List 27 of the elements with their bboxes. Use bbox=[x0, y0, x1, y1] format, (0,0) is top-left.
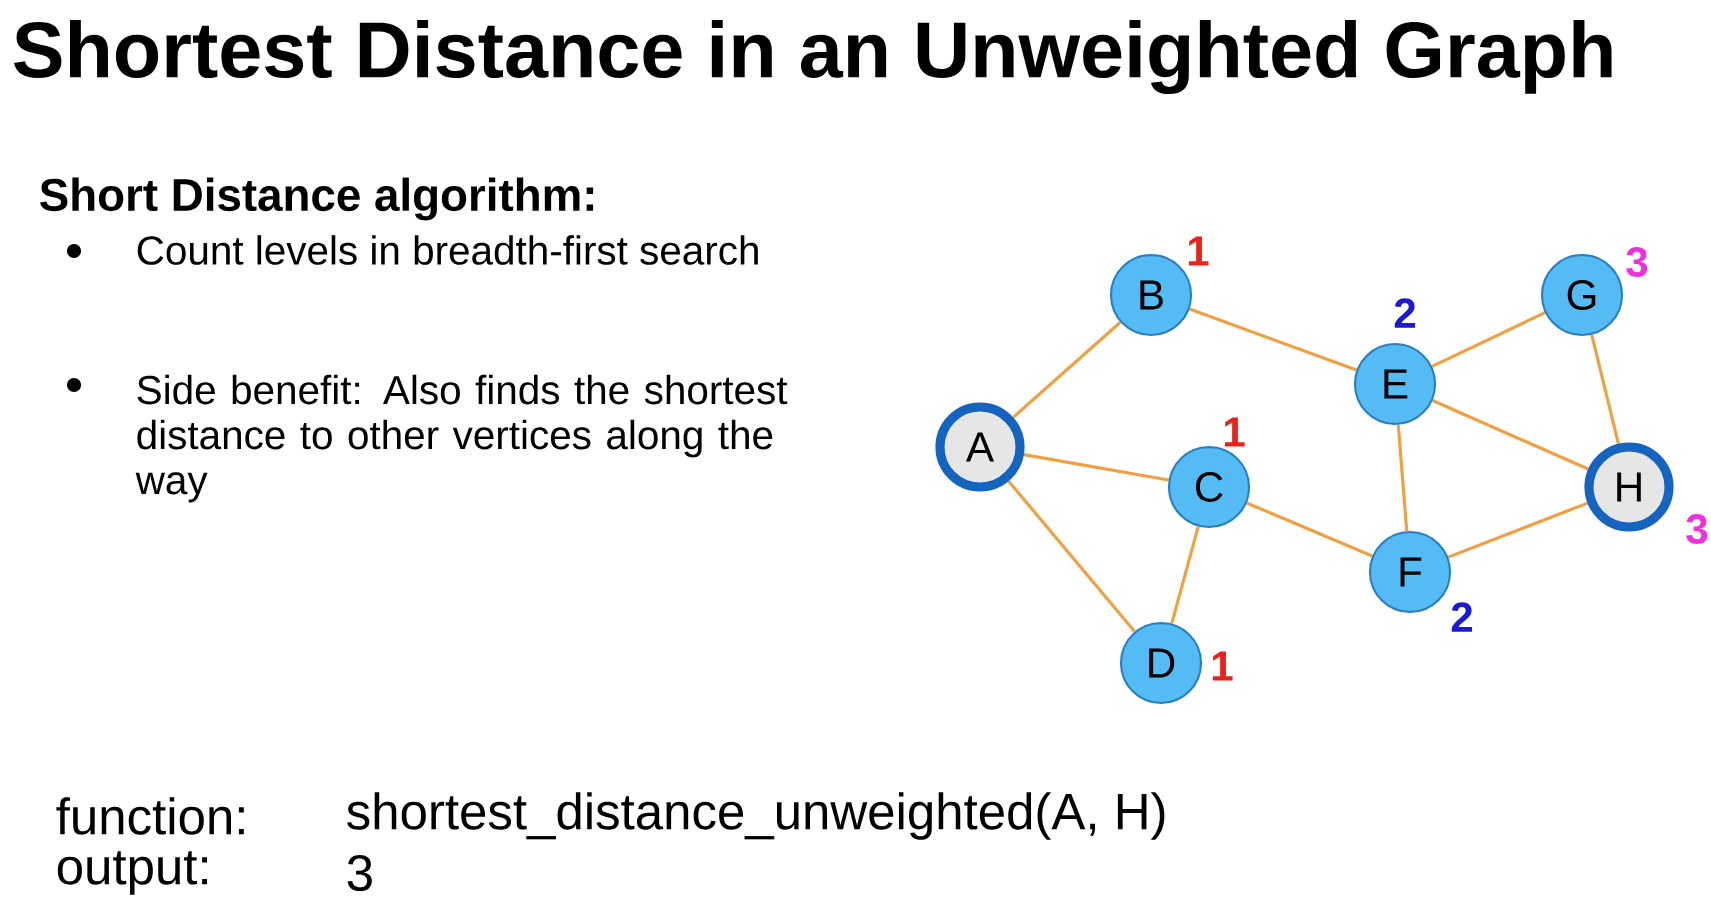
edge-line bbox=[1170, 526, 1200, 624]
edge-line bbox=[1590, 334, 1620, 445]
edge-line bbox=[1447, 501, 1588, 559]
edge-line bbox=[1246, 501, 1373, 558]
title: Shortest Distance in an Unweighted Graph bbox=[13, 19, 1612, 95]
edge-line bbox=[1431, 399, 1589, 471]
edge-line bbox=[1012, 321, 1122, 419]
endpoint-vertex: H bbox=[1584, 442, 1674, 532]
level-number: 3 bbox=[1626, 247, 1648, 277]
level-number: 2 bbox=[1394, 298, 1416, 328]
edge-line bbox=[1396, 424, 1409, 532]
code-label: output: bbox=[57, 851, 207, 895]
code-text: shortest_distance_unweighted(A, H) bbox=[347, 792, 1165, 840]
level-number: 1 bbox=[1212, 651, 1233, 681]
bullet-text: Side benefit: Also finds the shortest distance to other vertices along the way bbox=[135, 374, 788, 503]
edge-line bbox=[1189, 307, 1357, 372]
level-number: 3 bbox=[1686, 514, 1708, 544]
bullet-text: Count levels in breadth-first search bbox=[137, 235, 758, 265]
edge-line bbox=[1007, 480, 1136, 633]
code-label: function: bbox=[56, 797, 244, 835]
endpoint-vertex: A bbox=[935, 402, 1025, 492]
edge-line bbox=[1023, 453, 1169, 482]
level-number: 1 bbox=[1224, 417, 1245, 447]
heading: Short Distance algorithm: bbox=[40, 177, 594, 221]
edge-line bbox=[1431, 311, 1546, 368]
level-number: 2 bbox=[1451, 602, 1473, 632]
code-text: 3 bbox=[347, 854, 372, 892]
